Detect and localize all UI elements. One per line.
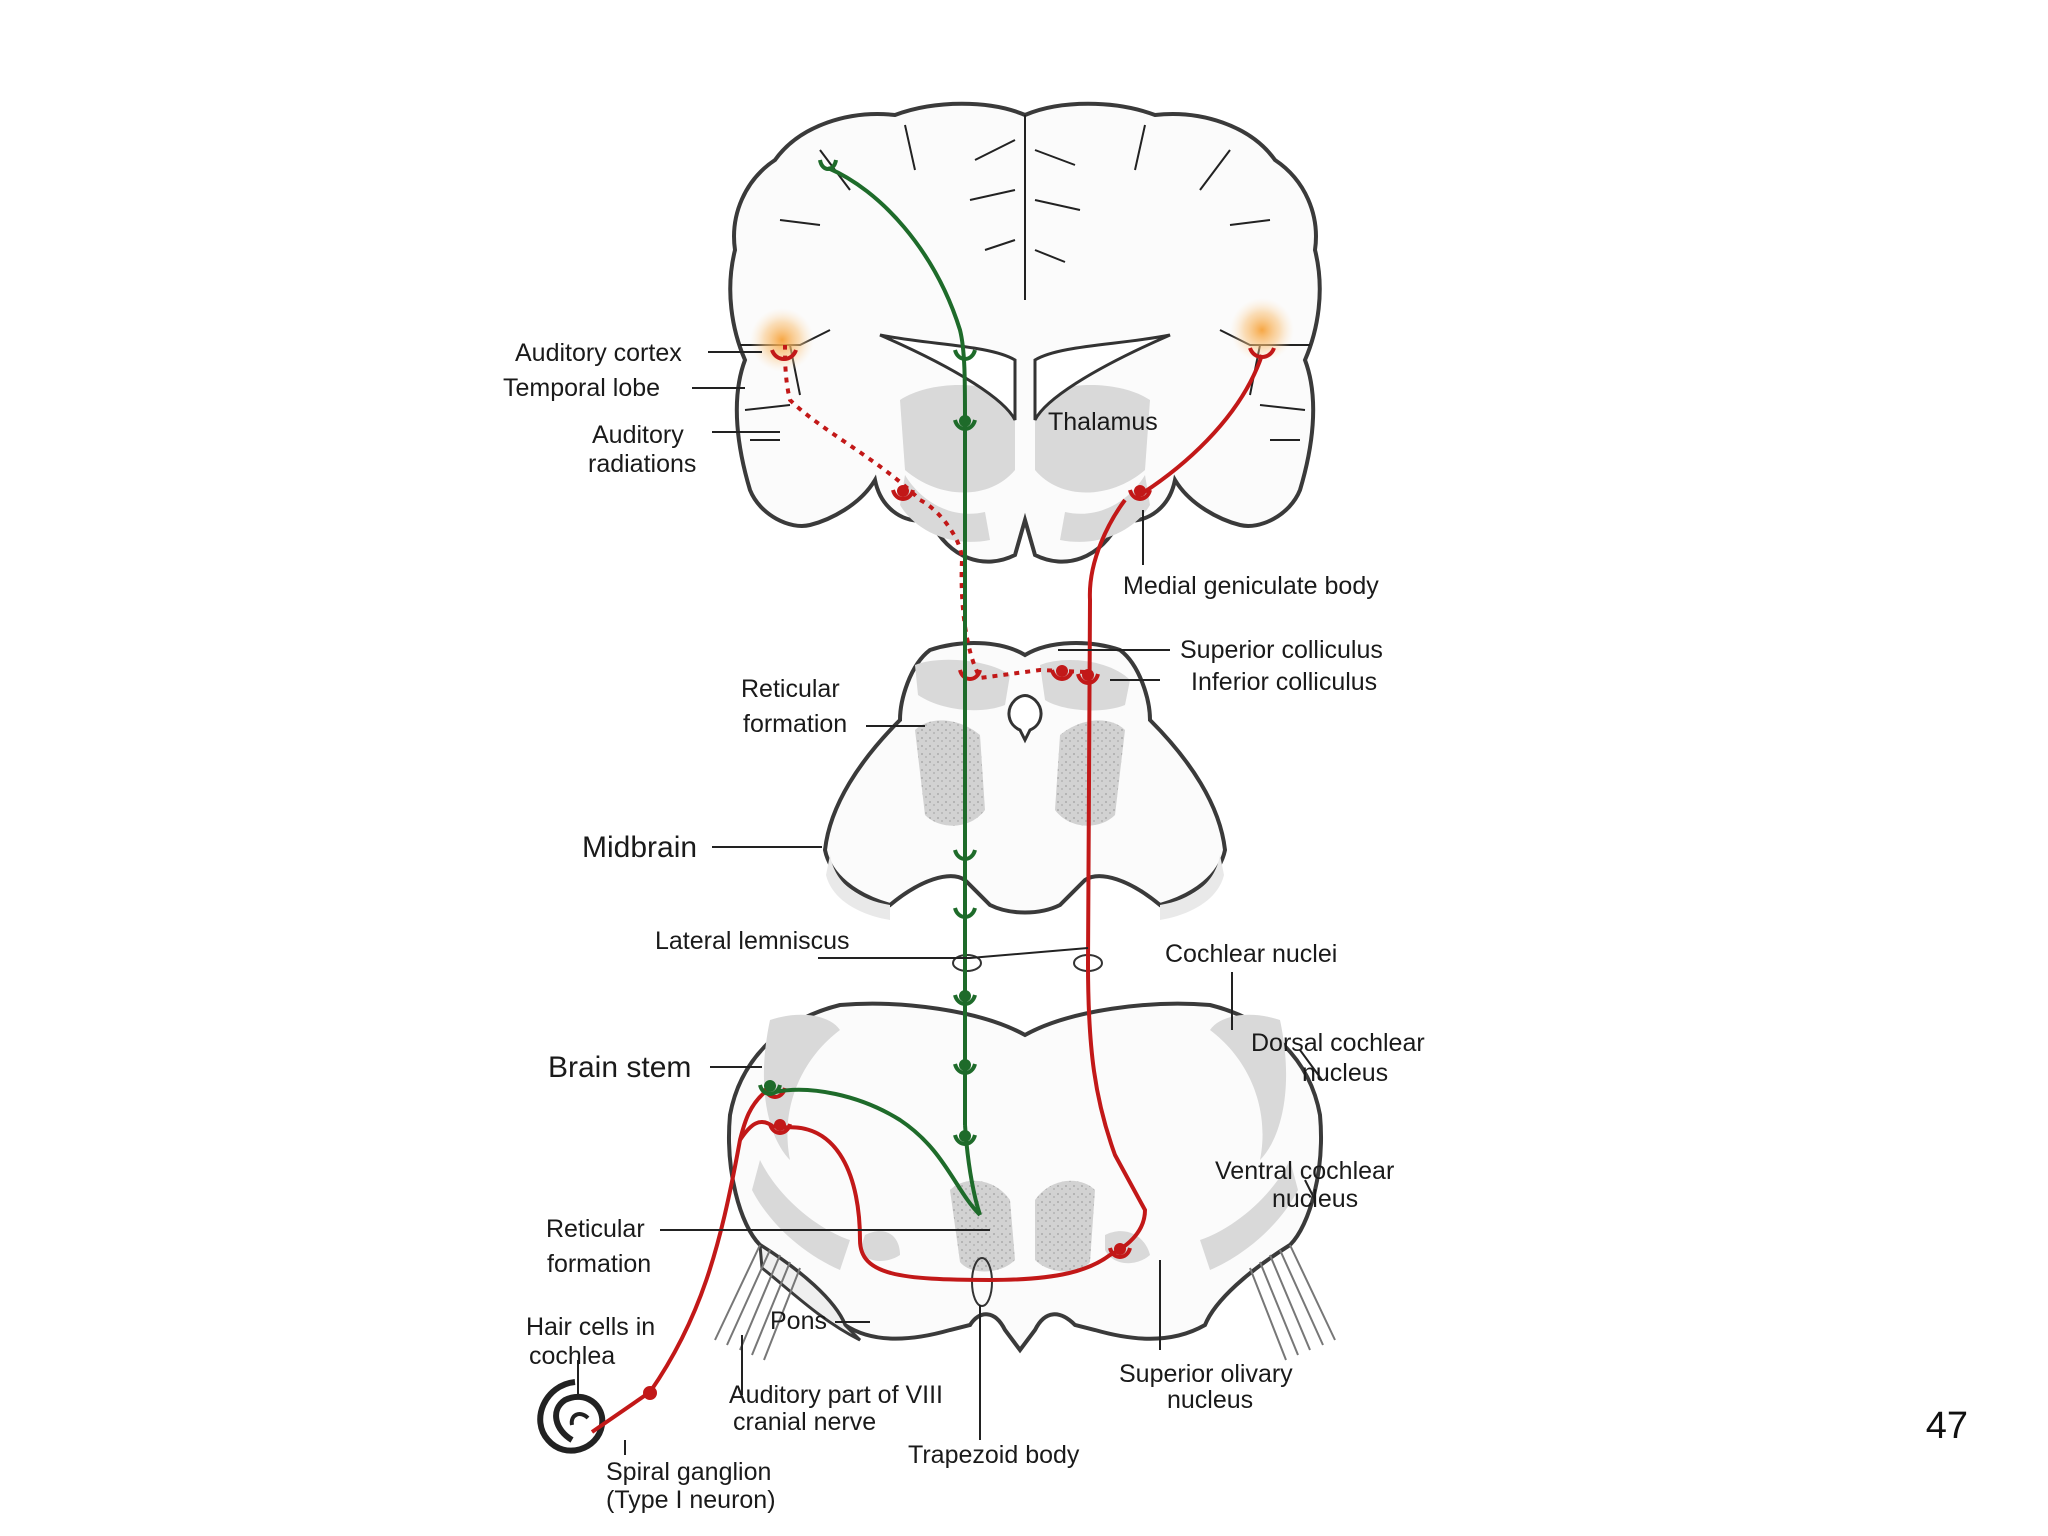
- auditory-pathway-red: [590, 344, 1276, 1434]
- viii-nerve-right: [1249, 1244, 1336, 1361]
- label-superior-colliculus: Superior colliculus: [1180, 636, 1383, 664]
- label-ventral-cochlear-1: Ventral cochlear: [1215, 1157, 1394, 1185]
- label-medial-geniculate: Medial geniculate body: [1123, 572, 1379, 600]
- label-temporal-lobe: Temporal lobe: [503, 374, 660, 402]
- label-reticular-top-1: Reticular: [741, 675, 840, 703]
- label-hair-cells-2: cochlea: [529, 1342, 615, 1370]
- label-trapezoid-body: Trapezoid body: [908, 1441, 1080, 1469]
- label-dorsal-cochlear-2: nucleus: [1302, 1059, 1388, 1087]
- label-lateral-lemniscus: Lateral lemniscus: [655, 927, 850, 955]
- label-midbrain: Midbrain: [582, 831, 697, 864]
- reticular-pathway-green: [758, 159, 982, 1217]
- synapse-markers-green: [758, 159, 977, 1146]
- label-spiral-ganglion-1: Spiral ganglion: [606, 1458, 771, 1486]
- label-auditory-radiations-2: radiations: [588, 450, 696, 478]
- cerebrum-section: [728, 101, 1322, 564]
- leader-lines: [577, 351, 1323, 1455]
- viii-nerve-left: [714, 1244, 801, 1361]
- label-hair-cells-1: Hair cells in: [526, 1313, 655, 1341]
- midbrain-section: [822, 641, 1228, 920]
- label-auditory-nerve-1: Auditory part of VIII: [729, 1381, 943, 1409]
- synapse-markers-red: [643, 347, 1276, 1400]
- cochlea-spiral: [537, 1379, 606, 1454]
- label-cochlear-nuclei: Cochlear nuclei: [1165, 940, 1337, 968]
- label-auditory-radiations-1: Auditory: [592, 421, 684, 449]
- label-reticular-bottom-2: formation: [547, 1250, 651, 1278]
- label-spiral-ganglion-2: (Type I neuron): [606, 1486, 776, 1514]
- labels: Auditory cortex Temporal lobe Auditory r…: [503, 339, 1425, 1514]
- label-reticular-top-2: formation: [743, 710, 847, 738]
- label-dorsal-cochlear-1: Dorsal cochlear: [1251, 1029, 1425, 1057]
- slide-page-number: 47: [1925, 1405, 1968, 1447]
- label-thalamus: Thalamus: [1048, 408, 1158, 436]
- label-ventral-cochlear-2: nucleus: [1272, 1185, 1358, 1213]
- label-superior-olivary-1: Superior olivary: [1119, 1360, 1293, 1388]
- label-inferior-colliculus: Inferior colliculus: [1191, 668, 1377, 696]
- label-pons: Pons: [770, 1307, 827, 1335]
- label-brain-stem: Brain stem: [548, 1051, 691, 1084]
- brainstem-section: [714, 954, 1336, 1361]
- label-auditory-nerve-2: cranial nerve: [733, 1408, 876, 1436]
- label-auditory-cortex: Auditory cortex: [515, 339, 682, 367]
- label-reticular-bottom-1: Reticular: [546, 1215, 645, 1243]
- label-superior-olivary-2: nucleus: [1167, 1386, 1253, 1414]
